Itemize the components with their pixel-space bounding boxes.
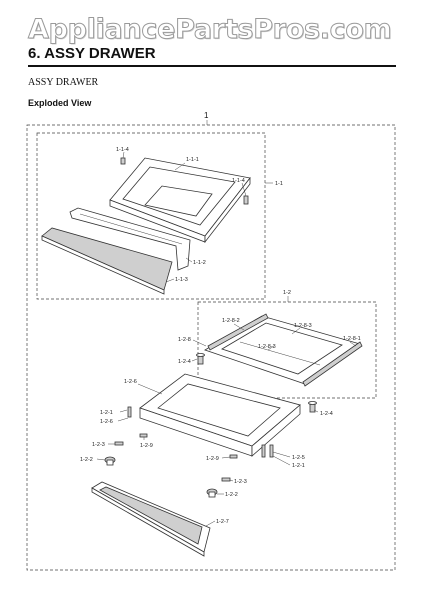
guide-rail-part xyxy=(204,313,363,387)
roller-screw-part xyxy=(114,441,231,482)
callout-1-2-2-b: 1-2-2 xyxy=(225,492,238,498)
callout-1-2-3-b: 1-2-3 xyxy=(234,479,247,485)
callout-1-1-4-b: 1-1-4 xyxy=(232,178,245,184)
front-bracket-part xyxy=(69,207,191,271)
callout-1-2-3-a: 1-2-3 xyxy=(92,442,105,448)
callout-1-2-1-b: 1-2-1 xyxy=(292,463,305,469)
callout-1-2-4-b: 1-2-4 xyxy=(320,411,333,417)
callout-1-2-9-a: 1-2-9 xyxy=(140,443,153,449)
base-frame-part xyxy=(139,373,301,457)
callout-1-2-5: 1-2-5 xyxy=(292,455,305,461)
callout-1-1-2: 1-1-2 xyxy=(193,260,206,266)
drawer-frame-part xyxy=(109,157,251,244)
roller-part xyxy=(104,456,218,498)
assy-1-2-outline xyxy=(197,301,377,399)
exploded-view-label: Exploded View xyxy=(28,98,92,108)
callout-1-2-9-b: 1-2-9 xyxy=(206,456,219,462)
title-rule xyxy=(28,65,396,67)
sub-title: ASSY DRAWER xyxy=(28,77,99,88)
callout-1-1: 1-1 xyxy=(275,181,283,187)
callout-1-2-4-a: 1-2-4 xyxy=(178,359,191,365)
front-handle-panel-part xyxy=(91,481,211,557)
callout-1-1-3: 1-1-3 xyxy=(175,277,188,283)
callout-1-2-8-3-b: 1-2-8-3 xyxy=(258,344,276,350)
callout-1-1-4-a: 1-1-4 xyxy=(116,147,129,153)
callout-1: 1 xyxy=(204,111,209,120)
callout-1-2-6-a: 1-2-6 xyxy=(124,379,137,385)
callout-1-2-8: 1-2-8 xyxy=(178,337,191,343)
assy-1-1-outline xyxy=(36,132,266,300)
clip-part xyxy=(127,406,274,458)
callout-1-2-8-2: 1-2-8-2 xyxy=(222,318,240,324)
callout-1-1-1: 1-1-1 xyxy=(186,157,199,163)
callout-1-2: 1-2 xyxy=(283,290,291,296)
front-panel-part xyxy=(41,227,173,295)
small-screw-part xyxy=(139,433,238,459)
leveling-foot-part xyxy=(196,353,317,413)
section-title: 6. ASSY DRAWER xyxy=(28,45,156,62)
callout-1-2-6-b: 1-2-6 xyxy=(100,419,113,425)
callout-1-2-8-1: 1-2-8-1 xyxy=(343,336,361,342)
callout-1-2-2-a: 1-2-2 xyxy=(80,457,93,463)
assy-drawer-outline xyxy=(26,124,396,571)
callout-1-2-8-3-a: 1-2-8-3 xyxy=(294,323,312,329)
callout-1-2-1-a: 1-2-1 xyxy=(100,410,113,416)
watermark: AppliancePartsPros.com xyxy=(28,14,393,46)
callout-1-2-7: 1-2-7 xyxy=(216,519,229,525)
